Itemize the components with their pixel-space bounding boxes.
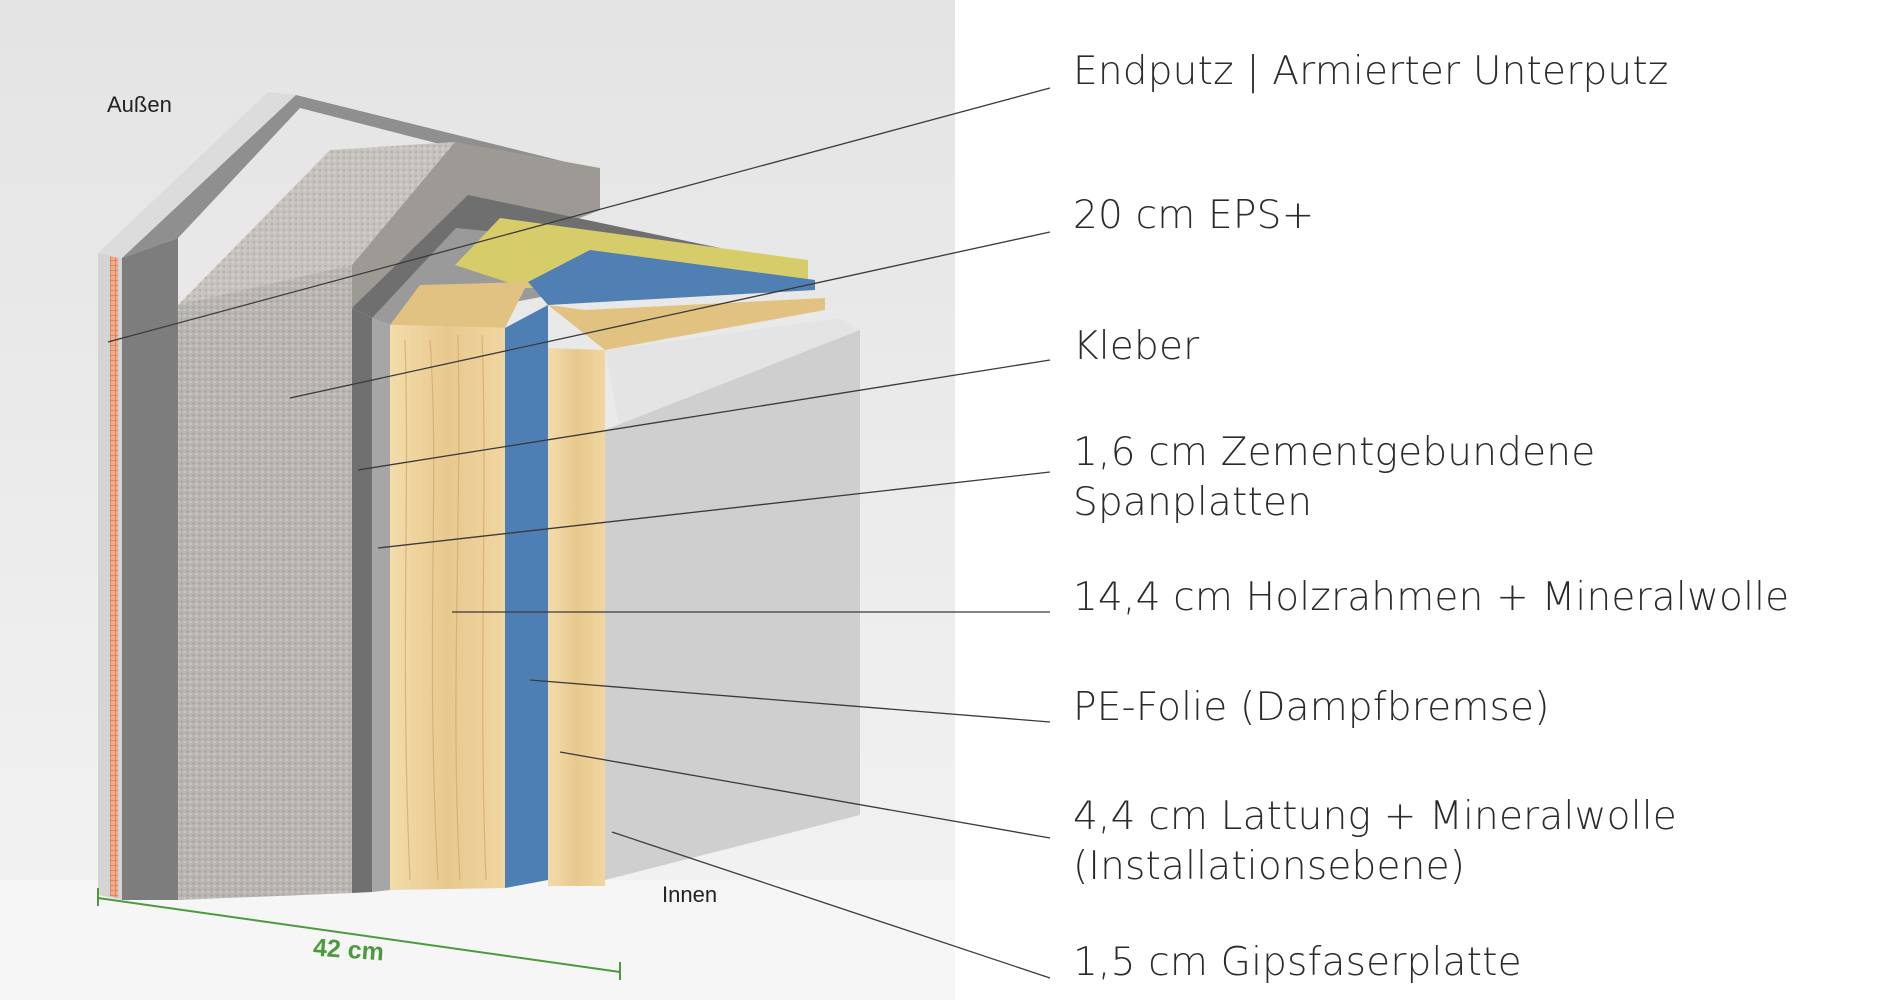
leader-line-plaster	[107, 87, 1051, 343]
vapour-barrier-face	[505, 305, 548, 888]
battens-top	[548, 298, 825, 350]
inside-label: Innen	[662, 882, 718, 907]
layer-label-plaster: Endputz | Armierter Unterputz	[1073, 49, 1669, 94]
leader-lines	[107, 87, 1051, 979]
leader-line-eps	[289, 231, 1051, 399]
adhesive-face	[352, 308, 372, 893]
leader-line-vapour	[529, 679, 1051, 723]
leader-line-adhesive	[357, 359, 1051, 471]
leader-line-battens	[559, 751, 1051, 839]
eps-top	[178, 142, 455, 308]
layer-label-gypsum: 1,5 cm Gipsfaserplatte	[1073, 940, 1522, 985]
dimension-label: 42 cm	[312, 933, 385, 967]
layer-label-chipboard: 1,6 cm Zementgebundene Spanplatten	[1073, 430, 1596, 525]
chipboard-face	[372, 318, 390, 892]
layer-label-eps: 20 cm EPS+	[1073, 193, 1315, 238]
outside-label: Außen	[107, 92, 172, 117]
base-plaster-face	[122, 238, 178, 900]
timber-stud-top	[390, 282, 528, 328]
timber-stud-face	[390, 325, 505, 890]
leader-line-gypsum	[611, 831, 1051, 979]
mesh-layer	[110, 256, 118, 898]
gypsum-face	[605, 330, 860, 880]
layer-label-battens: 4,4 cm Lattung + Mineralwolle (Installat…	[1073, 794, 1677, 889]
wood-grain	[404, 334, 487, 881]
leader-line-chipboard	[377, 471, 1051, 549]
vapour-barrier-top	[528, 250, 815, 305]
plaster-top	[98, 92, 296, 258]
gypsum-top	[605, 318, 860, 430]
battens-face	[548, 348, 605, 886]
base-plaster-top	[122, 95, 590, 258]
layer-label-frame: 14,4 cm Holzrahmen + Mineralwolle	[1073, 575, 1790, 620]
layer-label-vapour-barrier: PE-Folie (Dampfbremse)	[1073, 685, 1550, 730]
dimension-line	[97, 888, 621, 980]
eps-face	[178, 265, 352, 900]
layer-label-adhesive: Kleber	[1073, 324, 1200, 369]
